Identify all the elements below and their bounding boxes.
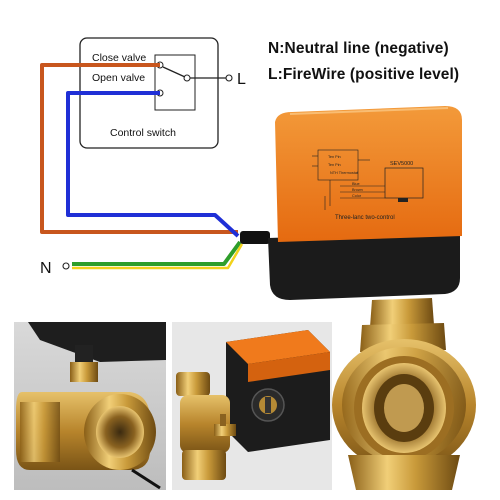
main-valve-body — [332, 298, 476, 490]
green-wire — [72, 240, 242, 266]
svg-text:Ten Pin: Ten Pin — [328, 163, 341, 167]
live-legend: L:FireWire (positive level) — [268, 66, 460, 83]
switch-lever — [162, 66, 186, 78]
yellow-wire — [72, 243, 244, 270]
svg-text:Brown: Brown — [352, 188, 363, 192]
actuator: Ten Pin Ten Pin NTH Thermostat SEV5000 B… — [240, 106, 462, 300]
actuator-wiring-label: Ten Pin Ten Pin NTH Thermostat SEV5000 B… — [312, 149, 424, 221]
switch-caption: Control switch — [110, 127, 176, 139]
svg-text:NTH Thermostat: NTH Thermostat — [330, 171, 359, 175]
photo-actuator-and-valve — [172, 322, 332, 490]
svg-text:Color: Color — [352, 194, 362, 198]
switch-close-label: Close valve — [92, 52, 146, 64]
l-terminal — [225, 74, 233, 82]
neutral-label: N — [40, 260, 52, 277]
svg-text:Ten Pin: Ten Pin — [328, 155, 341, 159]
photo-valve-side-view — [14, 322, 166, 490]
orange-wire — [40, 63, 238, 234]
l-terminal-label: L — [237, 71, 246, 88]
wires — [40, 63, 244, 270]
actuator-caption: Three-lanc two-control — [335, 215, 395, 221]
n-terminal — [62, 262, 70, 270]
blue-wire — [66, 91, 240, 238]
switch-open-label: Open valve — [92, 72, 145, 84]
svg-text:Blue: Blue — [352, 182, 360, 186]
neutral-legend: N:Neutral line (negative) — [268, 40, 449, 57]
actuator-model: SEV5000 — [390, 161, 413, 167]
